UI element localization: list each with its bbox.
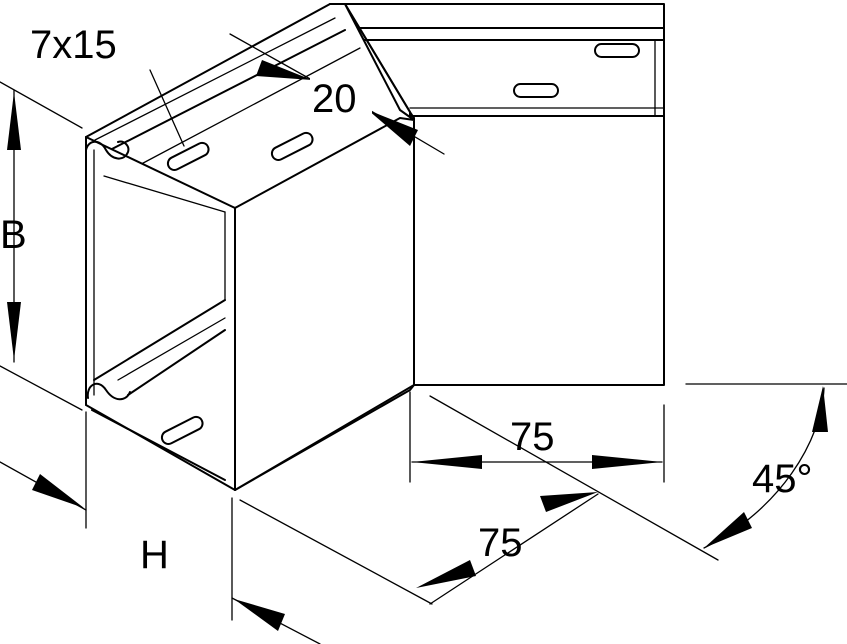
arrow-45-bottom	[704, 512, 752, 548]
slot-hole-front-2	[270, 131, 314, 161]
arrow-45-top	[812, 386, 828, 432]
arrow-b-top	[7, 92, 21, 150]
arrow-20-left	[256, 60, 312, 80]
angle-label: 45°	[752, 457, 813, 501]
arrow-b-bottom	[7, 302, 21, 360]
labels: 7x15 20 B H 75 75 45°	[0, 23, 813, 577]
dimension-lines	[0, 33, 847, 644]
slot-hole-front-1	[166, 141, 210, 171]
right-leg	[344, 3, 665, 386]
arrow-75-right-right	[592, 455, 662, 469]
arrow-75-front-upper	[540, 492, 598, 512]
right-leg-length-label: 75	[510, 415, 555, 459]
arrow-75-front-lower	[416, 560, 476, 588]
left-leg	[85, 3, 415, 491]
slot-hole-right-2	[513, 83, 559, 98]
height-h-label: H	[140, 533, 169, 577]
arrow-h-right	[234, 599, 285, 631]
flange-dimension-label: 20	[312, 77, 357, 121]
slot-hole-right-1	[594, 43, 640, 58]
front-leg-length-label: 75	[478, 521, 523, 565]
arrow-75-right-left	[412, 455, 482, 469]
slot-size-label: 7x15	[30, 23, 117, 67]
arrow-h-left	[32, 474, 84, 508]
arrow-20-right	[368, 110, 418, 146]
slot-hole-bottom	[160, 415, 204, 445]
width-b-label: B	[0, 213, 27, 257]
